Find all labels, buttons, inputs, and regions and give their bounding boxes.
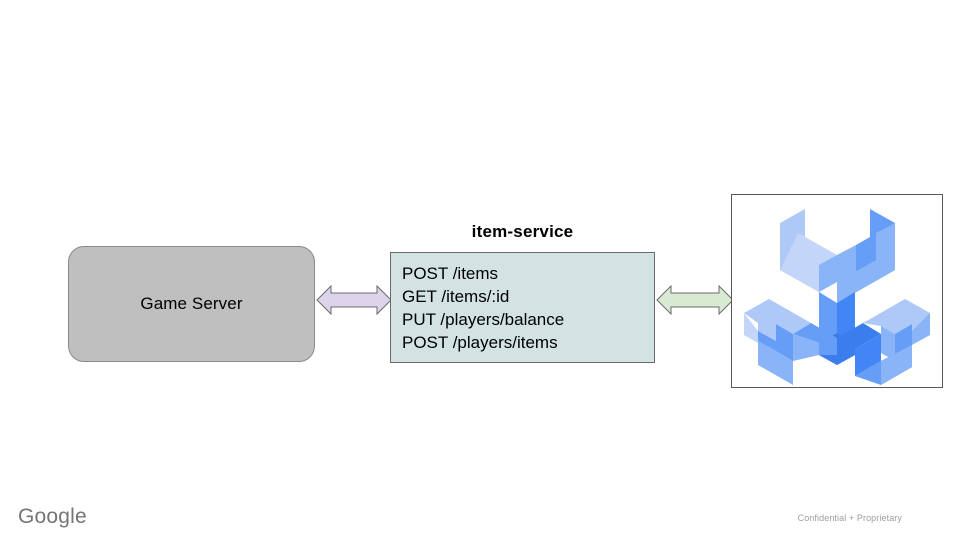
google-logo: Google <box>18 505 87 528</box>
endpoint-row: PUT /players/balance <box>402 310 565 329</box>
double-arrow-icon <box>656 284 734 316</box>
node-item-service[interactable]: POST /items GET /items/:id PUT /players/… <box>390 252 655 363</box>
endpoint-row: POST /players/items <box>402 333 558 352</box>
connector-game-server-to-item-service[interactable] <box>316 281 392 319</box>
endpoint-row: GET /items/:id <box>402 287 510 306</box>
node-item-service-title: item-service <box>471 222 574 241</box>
confidentiality-note: Confidential + Proprietary <box>797 513 902 523</box>
endpoint-row: POST /items <box>402 264 499 283</box>
node-game-server-label: Game Server <box>140 294 243 313</box>
connector-item-service-to-tools[interactable] <box>656 281 734 319</box>
isometric-wrench-icon <box>744 209 930 385</box>
image-tools-icon <box>731 194 943 388</box>
double-arrow-icon <box>316 284 392 316</box>
node-game-server[interactable]: Game Server <box>68 246 315 362</box>
